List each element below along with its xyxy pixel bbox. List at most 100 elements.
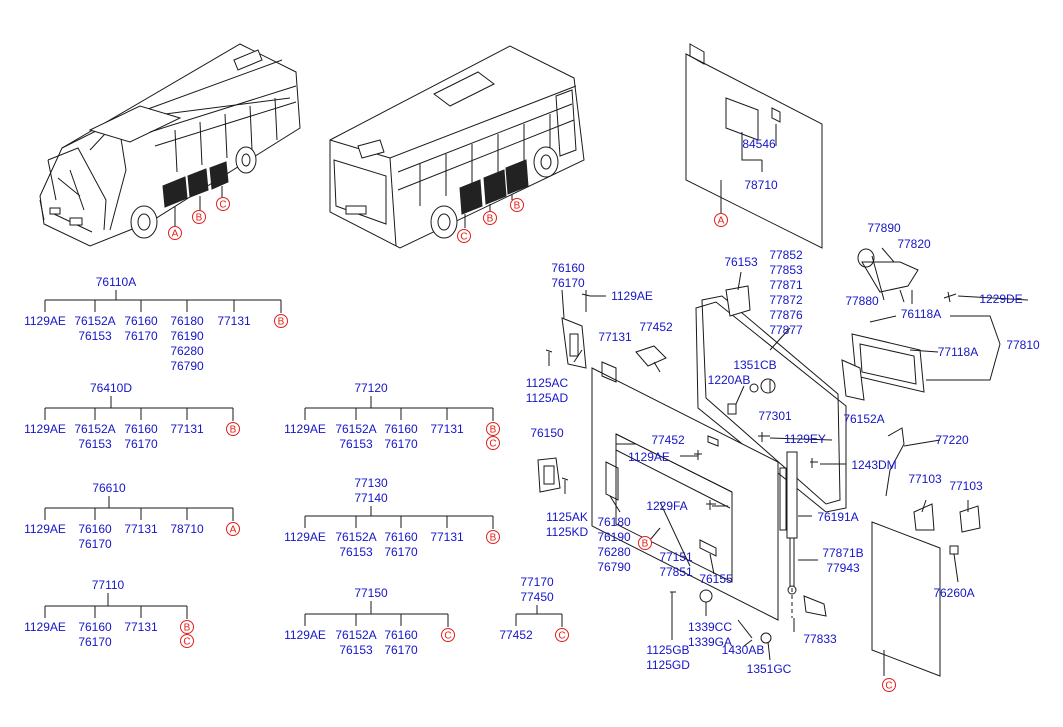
door-panel-a xyxy=(685,43,823,249)
part-label-76191a: 76191A xyxy=(817,510,858,524)
tree-leaf-label: 77131 xyxy=(124,620,158,634)
part-label-78710: 78710 xyxy=(744,178,778,192)
tree-leaf-label: 77131 xyxy=(217,314,251,328)
svg-text:B: B xyxy=(278,317,285,328)
svg-text:B: B xyxy=(642,539,649,550)
part-label-76152a: 76152A xyxy=(843,412,884,426)
tree-ref-callout: B xyxy=(486,530,500,544)
part-label-77452_a: 77452 xyxy=(639,320,673,334)
tree-root-label: 76410D xyxy=(90,381,132,395)
tree-root-label: 77120 xyxy=(354,381,388,395)
part-label-1220ab: 1220AB xyxy=(708,373,751,387)
tree-ref-callout: B xyxy=(274,314,288,328)
lower-panel-c-callout: C xyxy=(882,678,896,692)
tree-leaf-label: 77452 xyxy=(499,628,533,642)
svg-text:A: A xyxy=(718,216,725,227)
part-label-1129ae_a: 1129AE xyxy=(611,289,653,303)
bus-rear-view xyxy=(329,45,585,249)
svg-text:B: B xyxy=(230,425,237,436)
door-frame-seal xyxy=(695,285,847,513)
main-door-b-callout: B xyxy=(638,536,652,550)
bus-door-callout: A xyxy=(168,226,182,240)
svg-text:A: A xyxy=(230,525,237,536)
part-label-1351cb: 1351CB xyxy=(733,358,776,372)
tree-root-label: 77110 xyxy=(92,578,125,592)
svg-text:B: B xyxy=(490,533,497,544)
bus-door-callout: B xyxy=(510,198,524,212)
part-label-77301: 77301 xyxy=(758,409,792,423)
part-label-1129ae_b: 1129AE xyxy=(628,450,670,464)
tree-root-label: 76610 xyxy=(92,481,126,495)
tree-ref-callout: B xyxy=(226,422,240,436)
part-label-76155: 76155 xyxy=(699,572,733,586)
part-label-1229fa: 1229FA xyxy=(646,499,687,513)
fasteners xyxy=(545,290,957,644)
part-label-77890: 77890 xyxy=(867,221,901,235)
part-label-77820: 77820 xyxy=(897,237,931,251)
hinge-assembly xyxy=(537,317,587,493)
tree-leaf-label: 1129AE xyxy=(24,620,66,634)
bus-front-view xyxy=(39,43,301,247)
tree-leaf-label: 1129AE xyxy=(24,422,66,436)
bus-door-callout: B xyxy=(483,211,497,225)
part-label-77880: 77880 xyxy=(845,294,879,308)
tree-ref-callout: C xyxy=(555,628,569,642)
bus-door-callout: C xyxy=(216,197,230,211)
part-label-1243dm: 1243DM xyxy=(851,458,896,472)
part-label-76150: 76150 xyxy=(530,426,564,440)
gas-stay xyxy=(786,451,798,618)
svg-text:C: C xyxy=(183,637,190,648)
part-label-77103_b: 77103 xyxy=(949,479,983,493)
tree-root-label: 76110A xyxy=(96,275,136,289)
tree-ref-callout: A xyxy=(226,522,240,536)
part-label-77452_b: 77452 xyxy=(651,433,685,447)
part-label-1129ey: 1129EY xyxy=(784,432,826,446)
lower-panel-c xyxy=(871,521,941,677)
bus-door-callout: C xyxy=(457,229,471,243)
svg-text:B: B xyxy=(514,201,521,212)
part-label-1229de: 1229DE xyxy=(979,292,1022,306)
svg-text:C: C xyxy=(489,439,496,450)
part-label-77103_a: 77103 xyxy=(908,472,942,486)
svg-text:C: C xyxy=(219,200,226,211)
tree-leaf-label: 1129AE xyxy=(284,530,326,544)
svg-text:C: C xyxy=(885,681,892,692)
part-label-76118a: 76118A xyxy=(901,307,941,321)
leader-lines xyxy=(561,247,1029,676)
tree-leaf-label: 77131 xyxy=(430,422,464,436)
part-label-77810: 77810 xyxy=(1006,338,1040,352)
tree-ref-callout: C xyxy=(486,436,500,450)
part-label-77833: 77833 xyxy=(803,632,837,646)
tree-leaf-label: 1129AE xyxy=(24,314,66,328)
main-door xyxy=(591,345,787,621)
svg-text:B: B xyxy=(490,425,497,436)
